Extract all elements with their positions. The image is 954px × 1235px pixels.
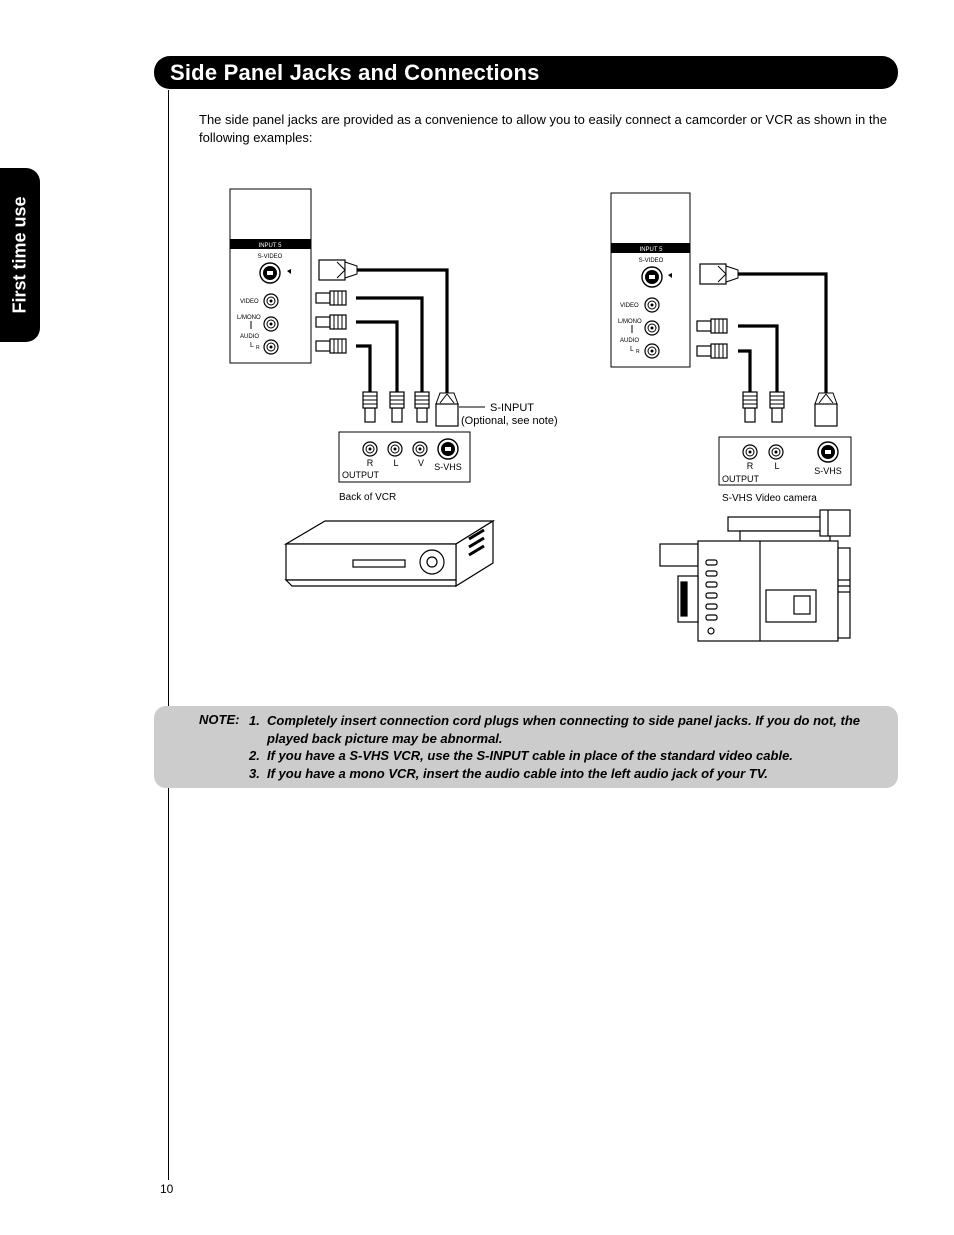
sinput-label: S-INPUT (490, 402, 534, 414)
note-item-number: 3. (249, 765, 260, 781)
vcr-output-panel: R L V S-VHS OUTPUT (338, 431, 471, 483)
note-item: 1. Completely insert connection cord plu… (249, 712, 879, 747)
panel-l-label-right: L (630, 346, 634, 353)
audio-label: AUDIO (240, 334, 259, 340)
vcr-output-label: OUTPUT (342, 470, 380, 480)
note-list: 1. Completely insert connection cord plu… (249, 712, 879, 782)
page-number: 10 (160, 1182, 174, 1196)
svideo-label: S-VIDEO (258, 254, 283, 260)
page-title: Side Panel Jacks and Connections (170, 60, 540, 85)
svideo-label-right: S-VIDEO (639, 258, 664, 264)
note-item-number: 2. (249, 748, 260, 763)
panel-l-label: L (250, 342, 254, 349)
note-item-text: If you have a S-VHS VCR, use the S-INPUT… (267, 748, 793, 763)
video-label: VIDEO (240, 299, 259, 305)
camera-output-label: OUTPUT (722, 474, 760, 484)
video-label-right: VIDEO (620, 303, 639, 309)
svideo-plug-bottom-left (435, 392, 459, 427)
left-cables (356, 268, 449, 393)
audio-label-right: AUDIO (620, 338, 639, 344)
side-panel-right: INPUT 5 S-VIDEO VIDEO L/MONO AUDIO L R (610, 192, 691, 368)
panel-r-label-right: R (636, 349, 640, 355)
right-cables (738, 272, 828, 393)
note-item-text: Completely insert connection cord plugs … (267, 713, 861, 746)
note-item: 3. If you have a mono VCR, insert the au… (249, 765, 879, 783)
intro-paragraph: The side panel jacks are provided as a c… (199, 112, 887, 145)
lmono-label: L/MONO (237, 315, 261, 321)
panel-r-label: R (256, 345, 260, 351)
section-tab: First time use (0, 168, 40, 342)
camcorder-illustration (659, 509, 851, 642)
note-label: NOTE: (199, 712, 240, 727)
camera-caption: S-VHS Video camera (722, 493, 817, 504)
lmono-label-right: L/MONO (618, 319, 642, 325)
note-item: 2. If you have a S-VHS VCR, use the S-IN… (249, 747, 879, 765)
camera-l-label: L (774, 461, 779, 471)
vcr-illustration (283, 519, 496, 588)
title-bar: Side Panel Jacks and Connections (154, 56, 898, 89)
connection-diagram: INPUT 5 S-VIDEO VIDEO L/MONO AUDIO L R (229, 188, 852, 642)
svideo-plug-top-right (699, 263, 739, 285)
input-label: INPUT 5 (259, 243, 283, 249)
margin-rule (168, 90, 169, 1180)
vcr-svhs-label: S-VHS (434, 462, 462, 472)
side-panel-left: INPUT 5 S-VIDEO VIDEO L/MONO AUDIO L R (229, 188, 312, 364)
sinput-note: (Optional, see note) (461, 415, 558, 427)
input-label-right: INPUT 5 (640, 247, 664, 253)
vcr-r-label: R (367, 458, 374, 468)
note-item-text: If you have a mono VCR, insert the audio… (267, 765, 768, 781)
vcr-caption: Back of VCR (339, 492, 396, 503)
camera-r-label: R (747, 461, 754, 471)
svideo-plug-bottom-right (814, 392, 838, 427)
vcr-v-label: V (418, 458, 424, 468)
svideo-plug-top-left (318, 259, 358, 281)
vcr-l-label: L (393, 458, 398, 468)
note-box (154, 706, 898, 788)
camera-output-panel: R L S-VHS OUTPUT (718, 436, 852, 486)
camera-svhs-label: S-VHS (814, 466, 842, 476)
note-item-number: 1. (249, 713, 260, 728)
